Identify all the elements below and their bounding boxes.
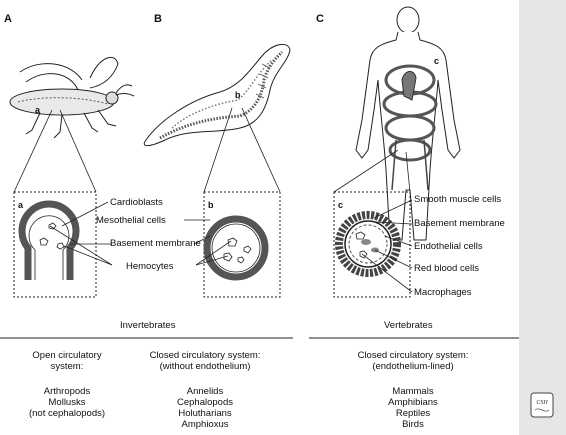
label-mesothelial-cells: Mesothelial cells: [96, 215, 166, 226]
callout-lines: [49, 199, 413, 293]
hemocyte-cell: [48, 222, 57, 230]
insect-drawing: [9, 56, 135, 139]
closed-no-endo-desc: Closed circulatory system: (without endo…: [149, 350, 261, 372]
worm-body: [143, 43, 291, 147]
open-system-examples: Arthropods Mollusks (not cephalopods): [28, 386, 106, 419]
worm-drawing: [143, 43, 291, 147]
label-smooth-muscle-cells: Smooth muscle cells: [414, 194, 502, 205]
insect-heart-tube: [17, 97, 109, 105]
closed-vessel-section-c: [335, 211, 401, 277]
inset-letter-b: b: [208, 200, 214, 210]
zoom-lines-c: [333, 149, 411, 193]
insect-head: [105, 91, 119, 105]
red-blood-cell: [361, 239, 371, 245]
closed-no-endo-examples: Annelids Cephalopods Holutharians Amphio…: [177, 386, 233, 430]
panel-letter-a: A: [4, 13, 12, 25]
worm-point-label: b: [235, 90, 241, 100]
label-cardioblasts: Cardioblasts: [110, 197, 163, 208]
label-basement-membrane-invertebrate: Basement membrane: [110, 238, 201, 249]
insect-point-label: a: [35, 105, 41, 115]
inset-a-frame: [13, 191, 97, 298]
heading-vertebrates: Vertebrates: [384, 320, 433, 331]
label-endothelial-cells: Endothelial cells: [414, 241, 483, 252]
macrophage-cell: [355, 231, 366, 240]
open-heart-tube-section: [18, 200, 80, 280]
human-point-label: c: [434, 56, 440, 66]
human-heart: [401, 71, 417, 101]
zoom-lines-b: [203, 107, 281, 193]
human-body: [355, 31, 461, 241]
cshl-perspectives-logo: CSH: [530, 392, 554, 418]
inset-c-frame: [333, 191, 411, 298]
open-system-desc: Open circulatory system:: [32, 350, 102, 372]
insect-wing-left: [19, 63, 83, 81]
insect-wing-right: [89, 56, 119, 89]
heading-invertebrates: Invertebrates: [120, 320, 176, 331]
closed-vessel-section-b: [203, 215, 269, 281]
label-macrophages: Macrophages: [414, 287, 472, 298]
svg-text:CSH: CSH: [536, 400, 548, 406]
panel-letter-b: B: [154, 13, 162, 25]
human-head: [396, 6, 420, 34]
human-drawing: [355, 6, 461, 241]
closed-endo-desc: Closed circulatory system: (endothelium-…: [357, 350, 469, 372]
label-red-blood-cells: Red blood cells: [414, 263, 479, 274]
label-hemocytes: Hemocytes: [126, 261, 174, 272]
zoom-lines-a: [13, 109, 97, 193]
right-margin-strip: [519, 0, 566, 435]
closed-endo-examples: Mammals Amphibians Reptiles Birds: [388, 386, 438, 430]
panel-letter-c: C: [316, 13, 324, 25]
label-basement-membrane-vertebrate: Basement membrane: [414, 218, 505, 229]
inset-letter-c: c: [338, 200, 344, 210]
inset-letter-a: a: [18, 200, 24, 210]
